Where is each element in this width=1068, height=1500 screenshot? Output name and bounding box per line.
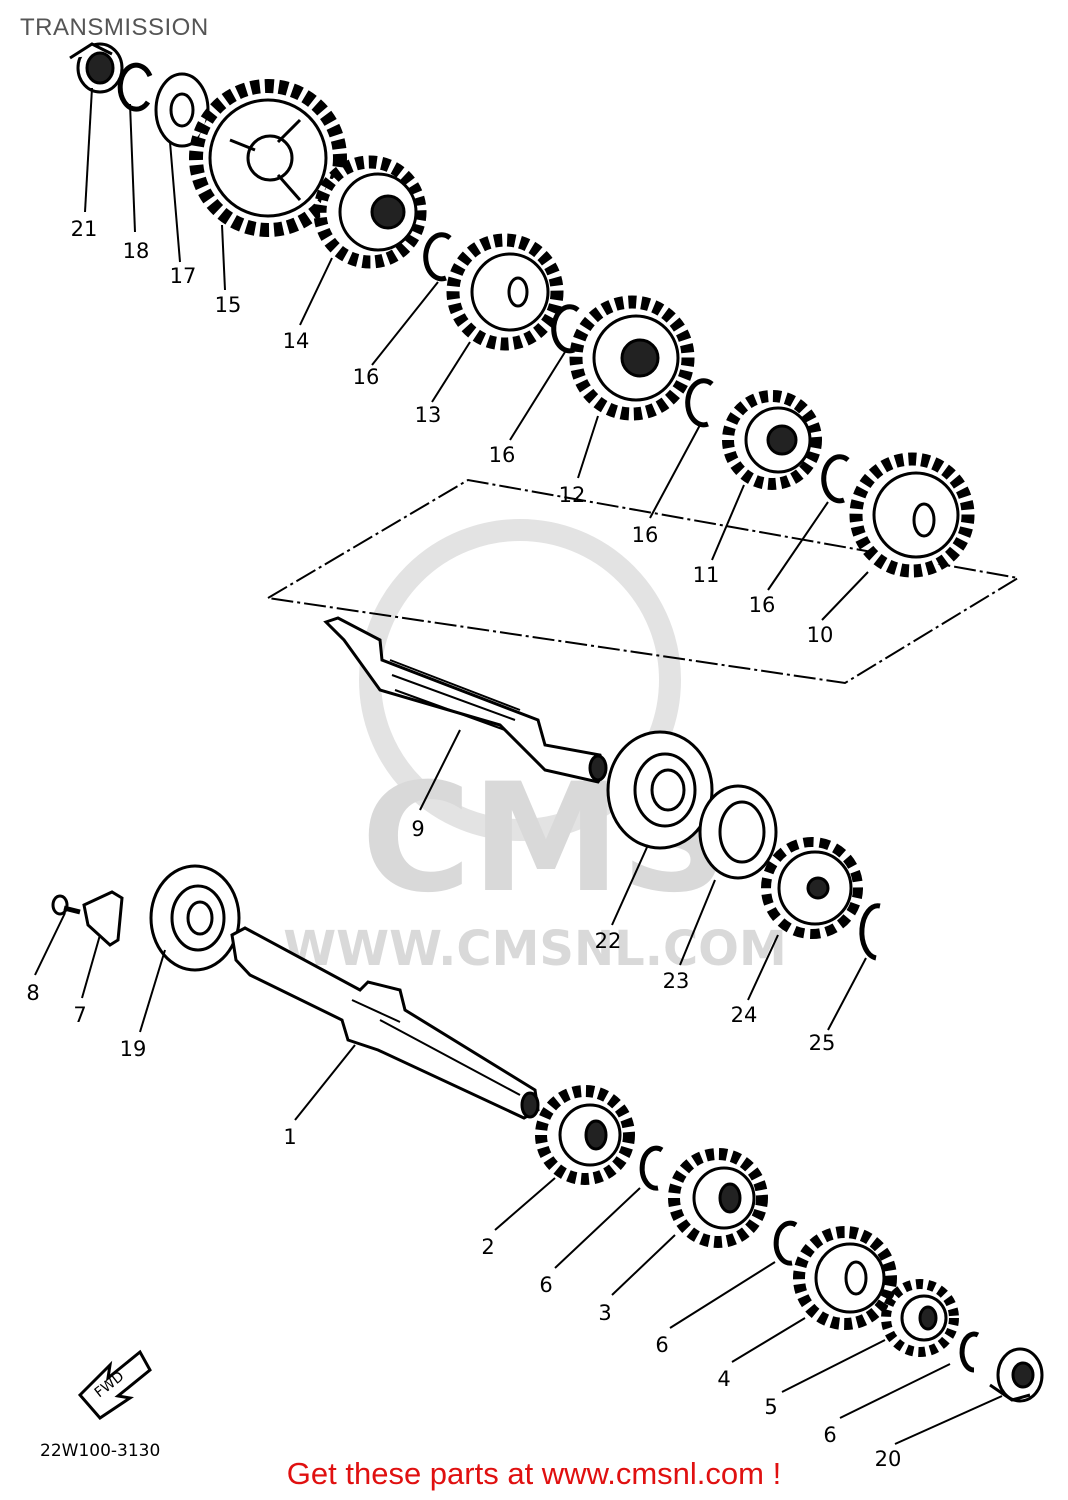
oil-seal-23: [698, 784, 778, 880]
callout-label: 16: [489, 443, 516, 467]
callout-label: 16: [749, 593, 776, 617]
gear-10: [849, 452, 975, 578]
needle-bearing-20: [989, 1347, 1044, 1403]
callout-label: 12: [559, 483, 586, 507]
circlip-6a: [639, 1145, 664, 1191]
gear-15: [189, 79, 347, 237]
callout-label: 15: [215, 293, 242, 317]
cta-link[interactable]: Get these parts at www.cmsnl.com !: [286, 1456, 782, 1491]
callout-label: 13: [415, 403, 442, 427]
watermark-url: WWW.CMSNL.COM: [283, 921, 787, 977]
callout-label: 5: [764, 1395, 777, 1419]
gear-11: [722, 390, 822, 490]
circlip-6c: [959, 1331, 980, 1373]
callout-label: 18: [123, 239, 150, 263]
callout-label: 8: [26, 981, 39, 1005]
callout-label: 25: [809, 1031, 836, 1055]
callout-label: 16: [353, 365, 380, 389]
diagram-code: 22W100-3130: [40, 1441, 160, 1461]
drive-axle-9: [323, 616, 608, 784]
circlip-16b: [551, 304, 580, 354]
gear-3: [668, 1148, 768, 1248]
bearing-19: [149, 864, 241, 972]
callout-label: 6: [655, 1333, 668, 1357]
gear-12: [569, 295, 695, 421]
page-title: TRANSMISSION: [20, 14, 209, 41]
gear-14: [313, 155, 427, 269]
circlip-16a: [423, 232, 452, 282]
callout-label: 7: [73, 1003, 86, 1027]
callout-label: 4: [717, 1367, 730, 1391]
callout-label: 9: [411, 817, 424, 841]
main-axle-1: [230, 926, 540, 1120]
leader-lines: [34, 87, 1003, 1445]
circlip-16c: [685, 378, 714, 428]
callout-label: 14: [283, 329, 310, 353]
drive-sprocket-24: [761, 837, 863, 939]
callout-labels: 21 18 17 15 14 16 13 16 12 16 11 16 10 9…: [26, 217, 901, 1471]
callout-label: 3: [598, 1301, 611, 1325]
circlip-6b: [773, 1220, 798, 1266]
gear-2: [535, 1085, 635, 1185]
callout-label: 2: [481, 1235, 494, 1259]
circlip-25: [859, 903, 881, 961]
fwd-arrow-icon: FWD: [77, 1349, 152, 1420]
callout-label: 19: [120, 1037, 147, 1061]
callout-label: 21: [71, 217, 98, 241]
plate-7: [82, 890, 124, 947]
callout-label: 10: [807, 623, 834, 647]
callout-label: 20: [875, 1447, 902, 1471]
callout-label: 6: [539, 1273, 552, 1297]
circlip-18: [117, 62, 153, 112]
gear-5: [881, 1279, 959, 1357]
circlip-16d: [821, 454, 850, 504]
callout-label: 22: [595, 929, 622, 953]
callout-label: 23: [663, 969, 690, 993]
callout-label: 24: [731, 1003, 758, 1027]
callout-label: 16: [632, 523, 659, 547]
callout-label: 11: [693, 563, 720, 587]
gear-4: [793, 1226, 897, 1330]
bolt-8: [51, 894, 81, 916]
bearing-22: [606, 730, 714, 850]
callout-label: 1: [283, 1125, 296, 1149]
callout-label: 6: [823, 1423, 836, 1447]
gear-13: [446, 233, 564, 351]
cta-banner: Get these parts at www.cmsnl.com !: [0, 1456, 1068, 1492]
callout-label: 17: [170, 264, 197, 288]
needle-bearing-21: [69, 42, 124, 94]
